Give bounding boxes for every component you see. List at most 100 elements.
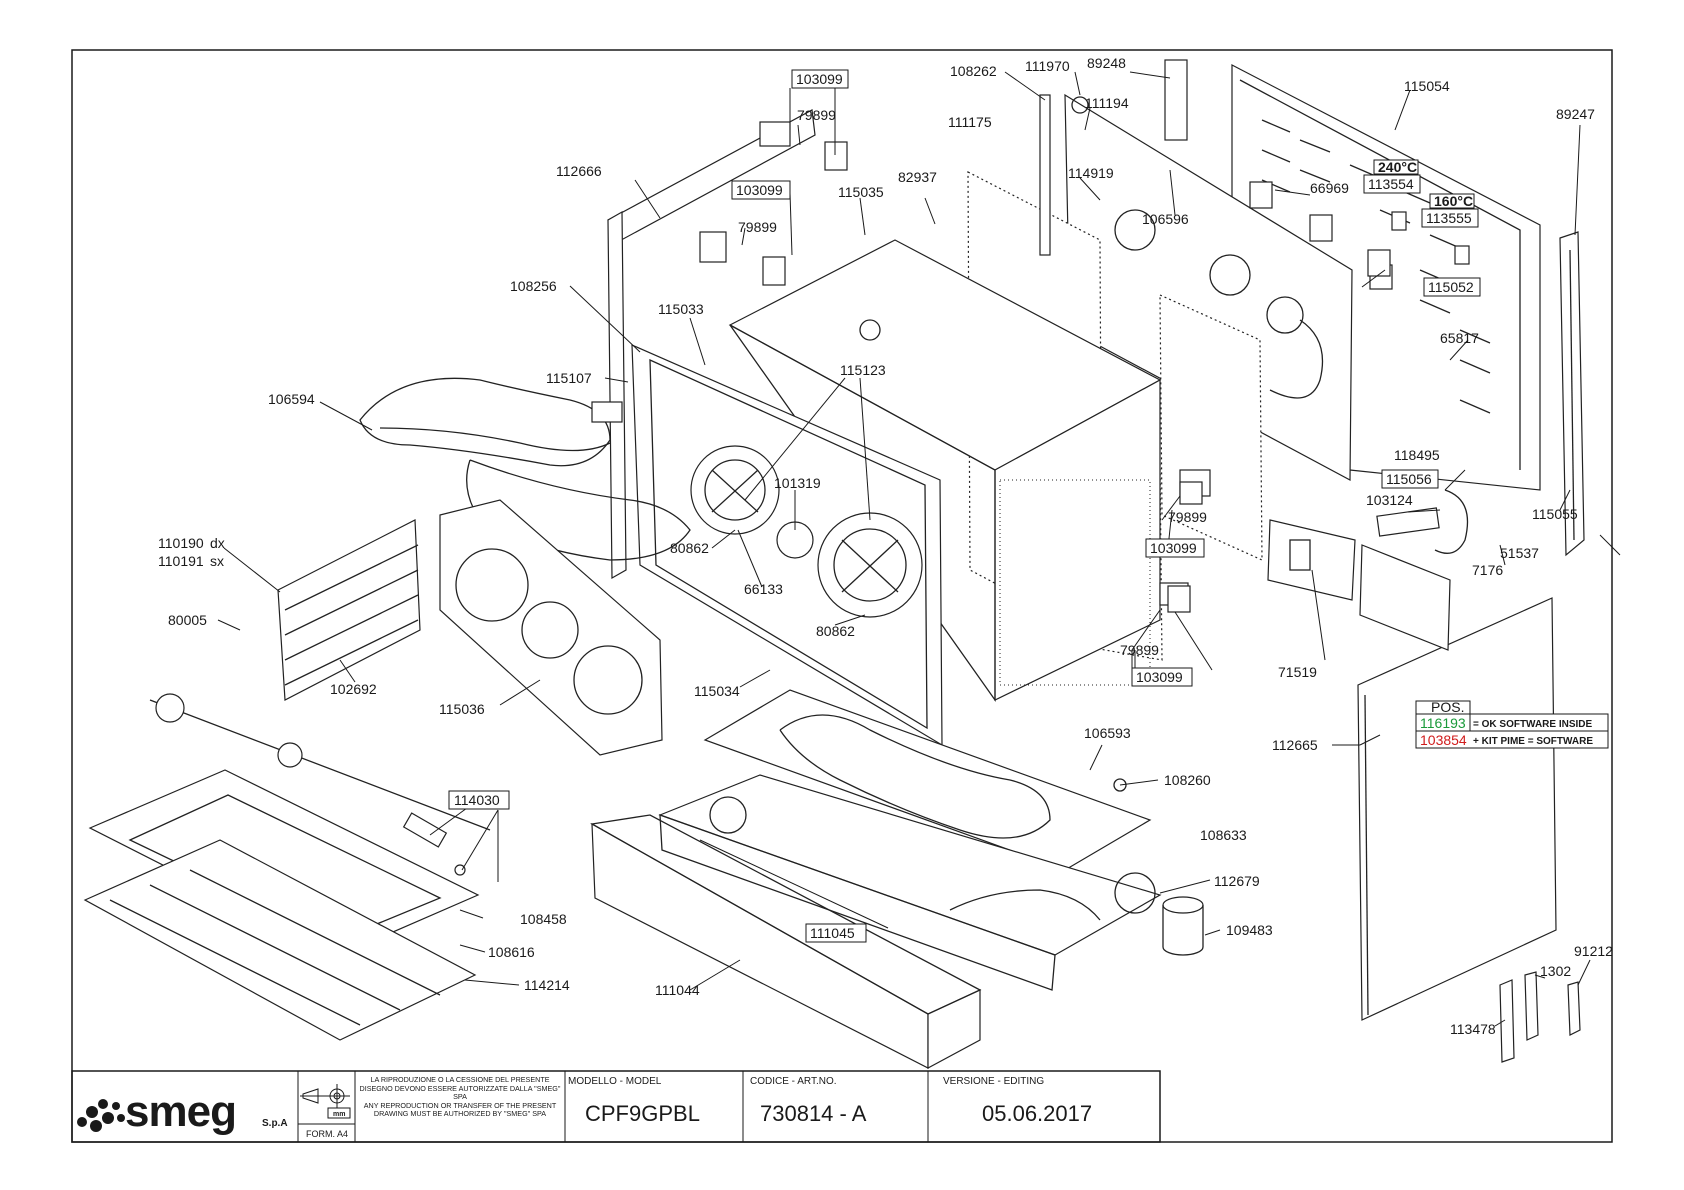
copyright-english: ANY REPRODUCTION OR TRANSFER OF THE PRES… (363, 1100, 557, 1119)
part-plug (759, 121, 791, 147)
label-82937: 82937 (898, 169, 937, 185)
label-106593: 106593 (1084, 725, 1131, 741)
title-block: smeg S.p.A mm FORM. A4 LA RIPRODUZIONE O… (71, 1070, 1161, 1143)
label-115036: 115036 (439, 701, 485, 717)
label-108262: 108262 (950, 63, 997, 79)
label-89248: 89248 (1087, 55, 1126, 71)
label-1302: 1302 (1540, 963, 1571, 979)
label-103099-b: 103099 (736, 182, 783, 198)
label-66969: 66969 (1310, 180, 1349, 196)
label-110191: 110191 (158, 553, 204, 569)
label-115107: 115107 (546, 370, 592, 386)
model-label: MODELLO - MODEL (568, 1076, 662, 1087)
part-terminal-block (1376, 507, 1440, 537)
logo-suffix: S.p.A (262, 1118, 288, 1129)
part-drawer (590, 814, 982, 1070)
label-101319: 101319 (774, 475, 821, 491)
label-103124: 103124 (1366, 492, 1413, 508)
label-103099-a: 103099 (796, 71, 843, 87)
part-cable (1434, 489, 1469, 554)
label-79899-b: 79899 (738, 219, 777, 235)
code-value: 730814 - A (760, 1101, 867, 1126)
label-111970: 111970 (1025, 58, 1070, 74)
part-bracket-91212 (1567, 981, 1581, 1036)
label-65817: 65817 (1440, 330, 1479, 346)
code-label: CODICE - ART.NO. (750, 1076, 837, 1087)
label-71519: 71519 (1278, 664, 1317, 680)
label-113478: 113478 (1450, 1021, 1496, 1037)
label-114919: 114919 (1068, 165, 1114, 181)
label-108260: 108260 (1164, 772, 1211, 788)
parts-illustration (83, 59, 1585, 1070)
label-51537: 51537 (1500, 545, 1539, 561)
label-115054: 115054 (1404, 78, 1450, 94)
copyright-italian: LA RIPRODUZIONE O LA CESSIONE DEL PRESEN… (359, 1075, 561, 1102)
part-rear-plate (1064, 59, 1391, 481)
projection-symbol-icon (300, 1084, 351, 1119)
part-lamp-glass-a (824, 141, 848, 171)
legend-header: POS. (1431, 699, 1464, 715)
part-lamp-holder-a (699, 231, 727, 263)
part-labels: 103099 79899 112666 103099 79899 115035 … (158, 55, 1613, 1037)
label-110190: 110190 (158, 535, 204, 551)
unit-mm: mm (333, 1111, 345, 1118)
label-110191-sx: sx (210, 553, 224, 569)
part-bottom-tray (658, 774, 1162, 991)
label-112665: 112665 (1272, 737, 1318, 753)
legend-code-ok: 116193 (1420, 715, 1466, 731)
label-66133: 66133 (744, 581, 783, 597)
label-103099-c: 103099 (1150, 540, 1197, 556)
legend-text-ok: = OK SOFTWARE INSIDE (1473, 719, 1593, 730)
label-111044: 111044 (655, 982, 700, 998)
pos-legend: POS. 116193 = OK SOFTWARE INSIDE 103854 … (1415, 699, 1609, 749)
label-7176: 7176 (1472, 562, 1503, 578)
label-160c: 160°C (1434, 193, 1473, 209)
label-106594: 106594 (268, 391, 315, 407)
part-side-strip (1559, 231, 1585, 557)
label-114214: 114214 (524, 977, 570, 993)
label-80005: 80005 (168, 612, 207, 628)
label-89247: 89247 (1556, 106, 1595, 122)
label-110190-dx: dx (210, 535, 225, 551)
part-rotisserie (149, 693, 491, 876)
model-value: CPF9GPBL (585, 1101, 700, 1126)
label-240c: 240°C (1378, 159, 1417, 175)
part-side-panel-right (1357, 597, 1557, 1021)
label-113555: 113555 (1426, 210, 1472, 226)
part-insulation-strip (1039, 94, 1051, 256)
part-lamp-glass-c (1179, 481, 1203, 505)
label-111194: 111194 (1085, 95, 1129, 111)
label-108458: 108458 (520, 911, 567, 927)
label-115052: 115052 (1428, 279, 1474, 295)
part-bottom-element (703, 689, 1152, 871)
label-80862-b: 80862 (816, 623, 855, 639)
part-bracket-1302 (1524, 971, 1539, 1041)
part-wire-shelf (83, 839, 477, 1041)
logo-text: smeg (125, 1087, 236, 1136)
part-front-frame (631, 344, 943, 747)
label-106596: 106596 (1142, 211, 1189, 227)
label-109483: 109483 (1226, 922, 1273, 938)
smeg-logo: smeg S.p.A (77, 1087, 288, 1136)
label-79899-d: 79899 (1120, 642, 1159, 658)
label-108616: 108616 (488, 944, 535, 960)
part-control-board (1267, 519, 1451, 651)
label-111045: 111045 (810, 925, 855, 941)
version-value: 05.06.2017 (982, 1101, 1092, 1126)
label-115035: 115035 (838, 184, 884, 200)
label-115034: 115034 (694, 683, 740, 699)
format-a4: FORM. A4 (306, 1129, 348, 1139)
label-112666: 112666 (556, 163, 602, 179)
label-118495: 118495 (1394, 447, 1440, 463)
label-114030: 114030 (454, 792, 500, 808)
label-79899-c: 79899 (1168, 509, 1207, 525)
label-102692: 102692 (330, 681, 377, 697)
part-bracket-113478 (1499, 979, 1515, 1063)
label-112679: 112679 (1214, 873, 1260, 889)
leader-lines (217, 71, 1621, 1027)
part-glass-panel (439, 499, 663, 756)
part-lamp-glass-b (762, 256, 786, 286)
label-108633: 108633 (1200, 827, 1247, 843)
part-side-racks (277, 519, 421, 701)
